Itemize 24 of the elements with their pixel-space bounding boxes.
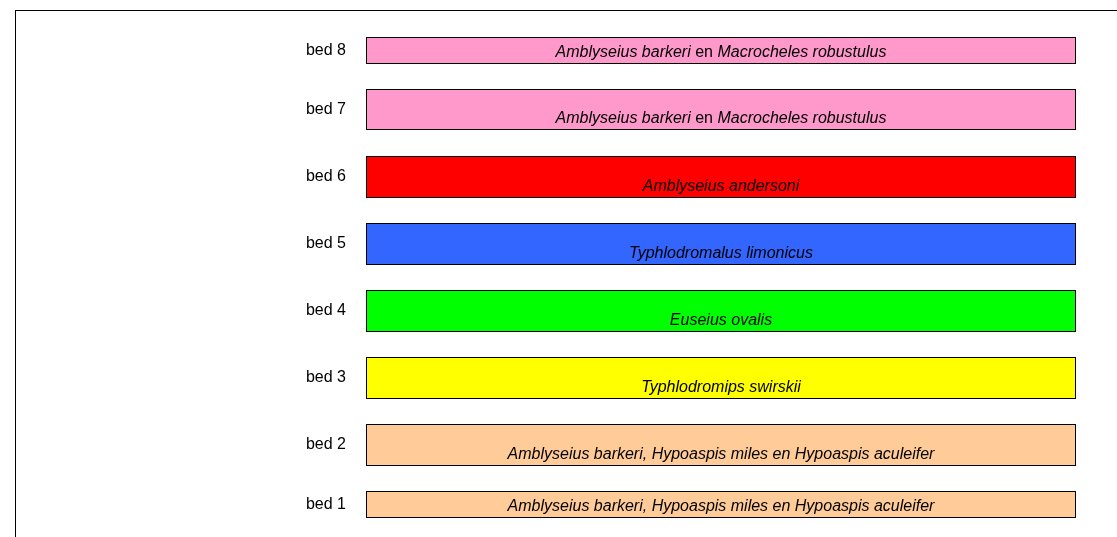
species-bar [366,89,1076,130]
species-label: Amblyseius barkeri en Macrocheles robustulus [555,109,887,128]
bed-label: bed 4 [304,301,346,319]
species-label: Typhlodromalus limonicus [629,244,813,263]
species-bar [366,223,1076,265]
species-bar [366,156,1076,198]
bed-label: bed 3 [304,368,346,386]
species-bar [366,491,1076,518]
bed-label: bed 2 [304,435,346,453]
species-bar [366,357,1076,399]
bed-label: bed 8 [304,40,346,59]
species-label: Typhlodromips swirskii [641,378,801,397]
species-label: Amblyseius barkeri, Hypoaspis miles en Hypoaspis aculeifer [507,497,935,516]
bed-label: bed 5 [304,234,346,252]
bed-label: bed 6 [304,167,346,185]
species-label: Amblyseius barkeri en Macrocheles robustulus [555,43,887,62]
species-label: Amblyseius barkeri, Hypoaspis miles en Hypoaspis aculeifer [507,445,935,464]
species-label: Euseius ovalis [669,311,773,330]
bed-label: bed 7 [304,99,346,118]
bed-label: bed 1 [304,494,346,513]
species-label: Amblyseius andersoni [642,177,800,196]
species-bar [366,424,1076,466]
species-bar [366,37,1076,64]
species-bar [366,290,1076,332]
